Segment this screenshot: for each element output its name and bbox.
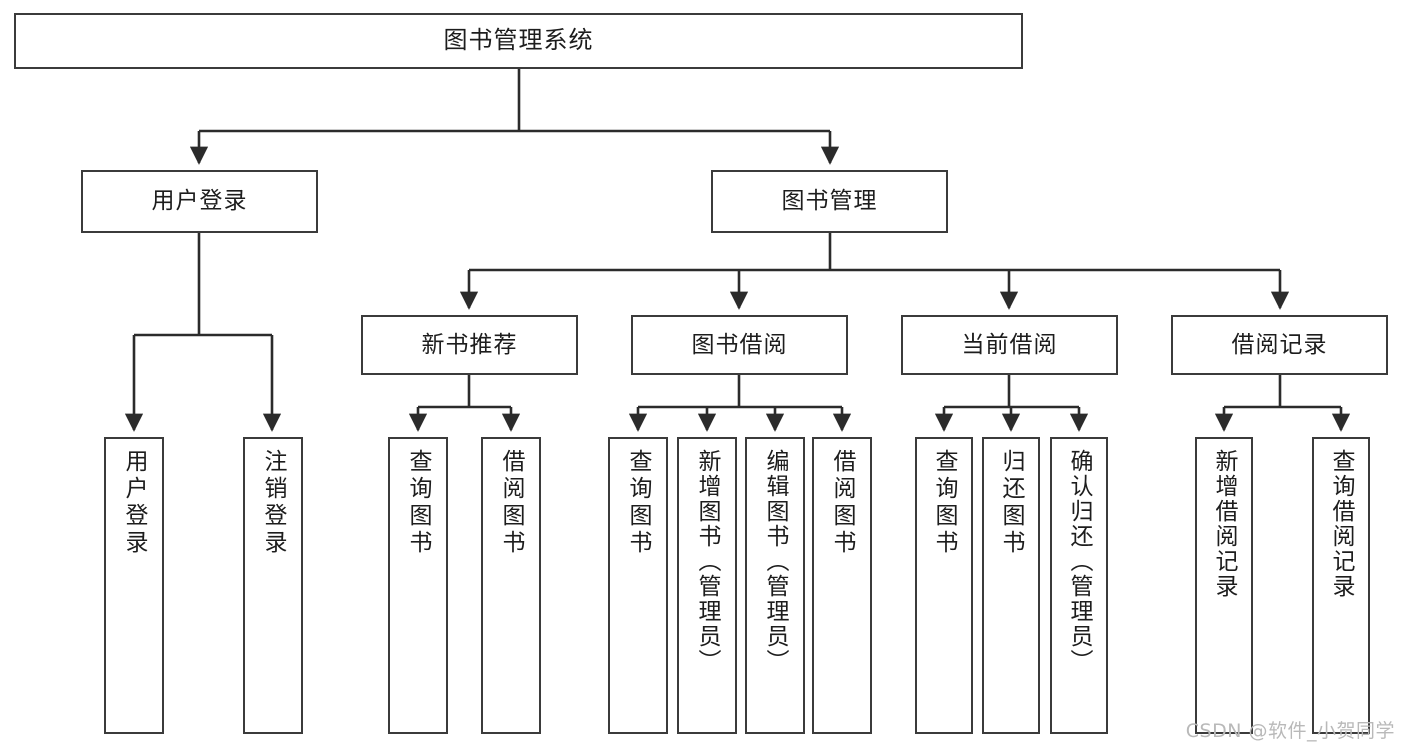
node-new-book-recommend[interactable]: 新书推荐 (361, 315, 578, 375)
leaf-cb-return-book-label: 归还图书 (998, 449, 1025, 557)
leaf-nb-query-book-label: 查询图书 (405, 449, 432, 557)
node-book-manage-label: 图书管理 (781, 188, 878, 215)
leaf-user-login-label: 用户登录 (121, 449, 148, 557)
node-book-borrow-label: 图书借阅 (691, 331, 788, 358)
node-new-book-recommend-label: 新书推荐 (421, 331, 518, 358)
leaf-bb-borrow-book[interactable]: 借阅图书 (812, 437, 872, 734)
leaf-logout-label: 注销登录 (260, 449, 287, 557)
node-borrow-record-label: 借阅记录 (1231, 331, 1328, 358)
leaf-bb-add-book-label: 新增图书（管理员） (694, 449, 721, 674)
leaf-logout[interactable]: 注销登录 (243, 437, 303, 734)
node-user-login-label: 用户登录 (151, 188, 248, 215)
node-book-borrow[interactable]: 图书借阅 (631, 315, 848, 375)
leaf-bb-edit-book-label: 编辑图书（管理员） (762, 449, 789, 674)
leaf-br-query-record[interactable]: 查询借阅记录 (1312, 437, 1370, 734)
leaf-br-add-record-label: 新增借阅记录 (1211, 449, 1238, 599)
leaf-user-login[interactable]: 用户登录 (104, 437, 164, 734)
leaf-bb-add-book[interactable]: 新增图书（管理员） (677, 437, 737, 734)
node-book-manage[interactable]: 图书管理 (711, 170, 948, 233)
leaf-cb-query-book-label: 查询图书 (931, 449, 958, 557)
node-current-borrow[interactable]: 当前借阅 (901, 315, 1118, 375)
leaf-cb-confirm-return[interactable]: 确认归还（管理员） (1050, 437, 1108, 734)
node-root-label: 图书管理系统 (443, 26, 594, 55)
node-user-login[interactable]: 用户登录 (81, 170, 318, 233)
leaf-bb-edit-book[interactable]: 编辑图书（管理员） (745, 437, 805, 734)
leaf-cb-confirm-return-label: 确认归还（管理员） (1066, 449, 1093, 674)
node-borrow-record[interactable]: 借阅记录 (1171, 315, 1388, 375)
leaf-bb-query-book[interactable]: 查询图书 (608, 437, 668, 734)
node-root[interactable]: 图书管理系统 (14, 13, 1023, 69)
node-current-borrow-label: 当前借阅 (961, 331, 1058, 358)
leaf-nb-query-book[interactable]: 查询图书 (388, 437, 448, 734)
leaf-nb-borrow-book-label: 借阅图书 (498, 449, 525, 557)
leaf-cb-return-book[interactable]: 归还图书 (982, 437, 1040, 734)
leaf-br-query-record-label: 查询借阅记录 (1328, 449, 1355, 599)
leaf-br-add-record[interactable]: 新增借阅记录 (1195, 437, 1253, 734)
leaf-nb-borrow-book[interactable]: 借阅图书 (481, 437, 541, 734)
leaf-cb-query-book[interactable]: 查询图书 (915, 437, 973, 734)
leaf-bb-borrow-book-label: 借阅图书 (829, 449, 856, 557)
leaf-bb-query-book-label: 查询图书 (625, 449, 652, 557)
